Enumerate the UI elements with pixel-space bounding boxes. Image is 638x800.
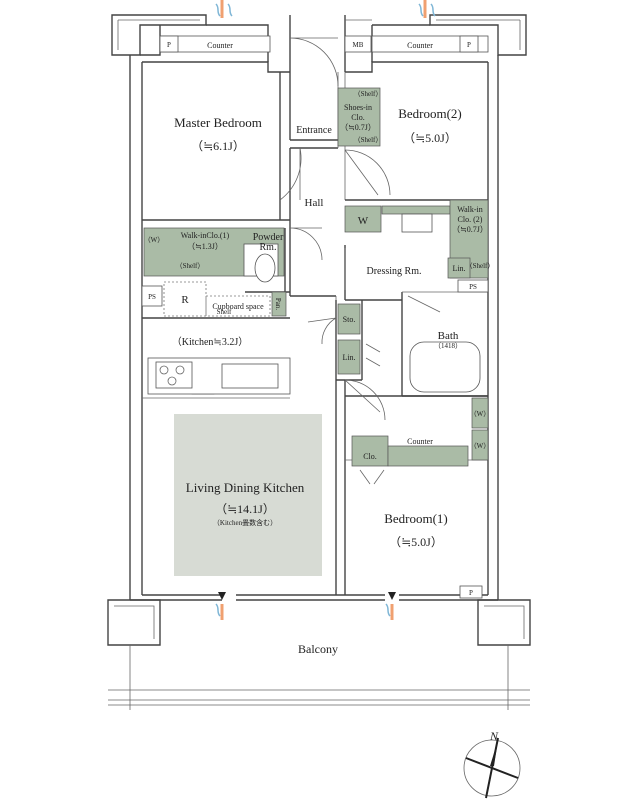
w-small-top: （W） <box>470 410 491 418</box>
wic2-line3: （≒0.7J） <box>452 225 488 234</box>
cupboard-label: Cupboard space <box>212 302 264 311</box>
wic2-shelf: （Shelf） <box>466 262 495 270</box>
powder-line1: Powder <box>253 232 284 243</box>
fridge-label: R <box>181 294 189 306</box>
bath-name: Bath <box>438 330 459 342</box>
bath-size: （1418） <box>434 342 462 350</box>
ps-label-left: PS <box>148 293 156 301</box>
pan-label: Pan. <box>274 298 282 311</box>
bedroom2-size: （≒5.0J） <box>403 131 457 145</box>
wic1-shelf: （Shelf） <box>176 262 205 270</box>
shoes-clo-shelf-top: （Shelf） <box>354 90 383 98</box>
doors <box>279 37 441 485</box>
bedroom1-name: Bedroom(1) <box>384 511 448 526</box>
stove-burners <box>159 365 185 386</box>
lin-label: Lin. <box>342 353 355 362</box>
shoes-clo-shelf-bottom: （Shelf） <box>354 136 383 144</box>
bedroom2-name: Bedroom(2) <box>398 106 462 121</box>
w-small-bottom: （W） <box>470 442 491 450</box>
storage-blocks <box>143 87 489 467</box>
w-label: W <box>358 215 369 227</box>
mb-label: MB <box>353 41 364 49</box>
ps-label-right: PS <box>469 283 477 291</box>
ldk-note: （Kitchen畳数含む） <box>213 518 277 527</box>
compass: N <box>463 729 521 799</box>
shoes-clo-line1: Shoes-in <box>344 103 372 112</box>
bedroom1-size: （≒5.0J） <box>389 535 443 549</box>
wic1-line1: Walk-inClo.(1) <box>181 231 230 240</box>
kitchen-label: （Kitchen≒3.2J） <box>172 336 248 348</box>
clo-label: Clo. <box>363 452 377 461</box>
shoes-clo-line2: Clo. <box>351 113 365 122</box>
p-label-right: P <box>467 41 471 49</box>
wic2-line1: Walk-in <box>457 205 483 214</box>
shelf-label: Shelf <box>217 308 232 316</box>
wic1-w: （W） <box>144 236 165 244</box>
vent-markers <box>215 0 436 620</box>
lin-small-label: Lin. <box>452 264 465 273</box>
hall-label: Hall <box>305 197 324 209</box>
labels: Counter Counter P P P MB Master Bedroom … <box>144 41 495 656</box>
master-bedroom-size: （≒6.1J） <box>191 139 245 153</box>
counter-label-bedroom1: Counter <box>407 437 433 446</box>
powder-line2: Rm. <box>260 242 277 253</box>
ldk-name: Living Dining Kitchen <box>186 480 305 495</box>
wic1-line2: （≒1.3J） <box>187 242 223 251</box>
compass-north-label: N <box>489 729 499 743</box>
balcony-label: Balcony <box>298 642 338 656</box>
counter-label-right: Counter <box>407 41 433 50</box>
master-bedroom-name: Master Bedroom <box>174 115 262 130</box>
sto-label: Sto. <box>343 315 356 324</box>
wic2-line2: Clo. (2) <box>458 215 483 224</box>
p-label-left: P <box>167 41 171 49</box>
dressing-label: Dressing Rm. <box>367 266 422 277</box>
fixtures <box>141 35 489 599</box>
counter-label-left: Counter <box>207 41 233 50</box>
ldk-size: （≒14.1J） <box>215 502 275 516</box>
entrance-label: Entrance <box>296 125 332 136</box>
p-label-bottom: P <box>469 589 473 597</box>
shoes-clo-line3: （≒0.7J） <box>340 123 376 132</box>
